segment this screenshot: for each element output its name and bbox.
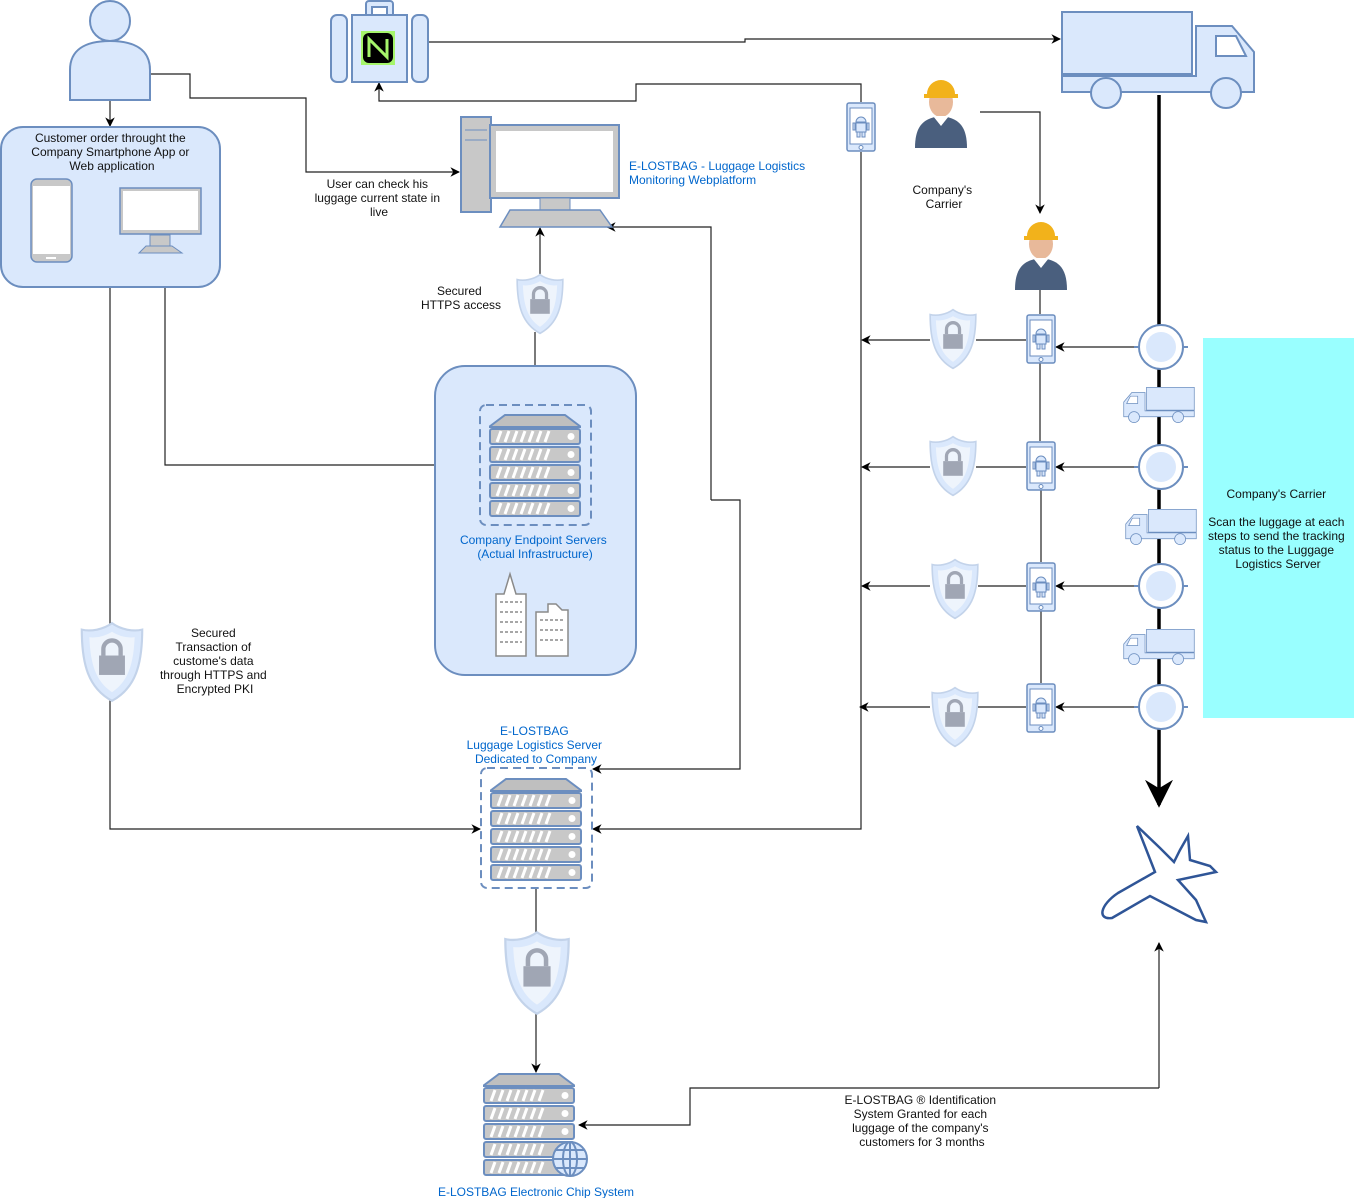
chip-shield-icon — [505, 932, 568, 1013]
connector-luggage-to-truck — [428, 34, 1061, 44]
connector-webplatform-to-server — [592, 499, 741, 774]
carrier-note-text: Company's Carrier Scan the luggage at ea… — [1208, 487, 1348, 571]
identification-label: E-LOSTBAG ® Identification System Grante… — [845, 1093, 1000, 1149]
carrier-note-box — [1203, 338, 1354, 718]
customer-order-box: Customer order throught the Company Smar… — [0, 126, 221, 288]
scan-phone-icon — [846, 102, 876, 152]
customer-user-icon — [69, 0, 151, 101]
connector-phones-chain — [1039, 290, 1042, 683]
route-stop-icon — [1134, 684, 1188, 730]
transaction-shield-icon — [82, 623, 142, 701]
scan-phone-icon — [1026, 562, 1056, 612]
scan-phone-icon — [1026, 314, 1056, 364]
chip-system-icon — [483, 1072, 588, 1177]
user-check-label: User can check his luggage current state… — [315, 177, 444, 219]
buildings-icon — [495, 571, 569, 657]
scan-shield-icon — [928, 308, 978, 370]
https-access-label: Secured HTTPS access — [421, 284, 501, 312]
connector-airport-to-chip — [578, 1087, 1159, 1130]
carrier-worker-icon — [1015, 222, 1067, 290]
secured-transaction-label: Secured Transaction of custome's data th… — [160, 626, 270, 696]
route-stop-icon — [1134, 444, 1188, 490]
customer-order-label: Customer order throught the Company Smar… — [31, 131, 192, 173]
webplatform-label: E-LOSTBAG - Luggage Logistics Monitoring… — [629, 159, 808, 187]
delivery-truck-icon — [1061, 11, 1255, 109]
scan-step — [930, 683, 1188, 748]
scan-step — [928, 308, 1188, 370]
scan-step — [930, 558, 1188, 620]
carrier-label: Company's Carrier — [913, 183, 976, 211]
connector-carrier-to-carrier — [980, 111, 1045, 214]
scan-phone-icon — [1026, 441, 1056, 491]
chip-system-label: E-LOSTBAG Electronic Chip System — [438, 1185, 634, 1198]
logistics-server-boundary — [480, 767, 593, 889]
scan-shield-icon — [928, 435, 978, 497]
connector-user-to-webplatform — [150, 73, 460, 177]
connector-order-to-logistics-server — [109, 287, 481, 834]
endpoint-server-icon — [489, 413, 581, 517]
route-stop-icon — [1134, 563, 1188, 609]
logistics-server-icon — [490, 777, 582, 881]
endpoint-servers-label: Company Endpoint Servers (Actual Infrast… — [460, 533, 610, 561]
scan-phone-icon — [1026, 683, 1056, 733]
logistics-server-label: E-LOSTBAG Luggage Logistics Server Dedic… — [467, 724, 606, 766]
webplatform-computer-icon — [460, 116, 620, 228]
monitor-icon — [119, 187, 202, 254]
connector-order-to-endpoint — [164, 287, 480, 470]
scan-step — [928, 435, 1188, 497]
endpoint-servers-box: Company Endpoint Servers (Actual Infrast… — [434, 365, 637, 676]
carrier-worker-icon — [915, 80, 967, 148]
scan-shield-icon — [930, 686, 980, 748]
route-stop-icon — [1134, 324, 1188, 370]
https-shield-icon — [515, 273, 565, 335]
route-truck-icon — [1126, 509, 1197, 544]
scan-shield-icon — [930, 558, 980, 620]
connector-server-to-webplatform — [606, 222, 712, 500]
scan-step-connectors — [860, 340, 1138, 707]
smartphone-icon — [30, 178, 73, 263]
connector-scan-to-luggage — [374, 82, 862, 102]
connector-scans-to-server — [592, 152, 862, 834]
luggage-nfc-icon — [330, 0, 429, 83]
airplane-icon — [1101, 825, 1219, 924]
